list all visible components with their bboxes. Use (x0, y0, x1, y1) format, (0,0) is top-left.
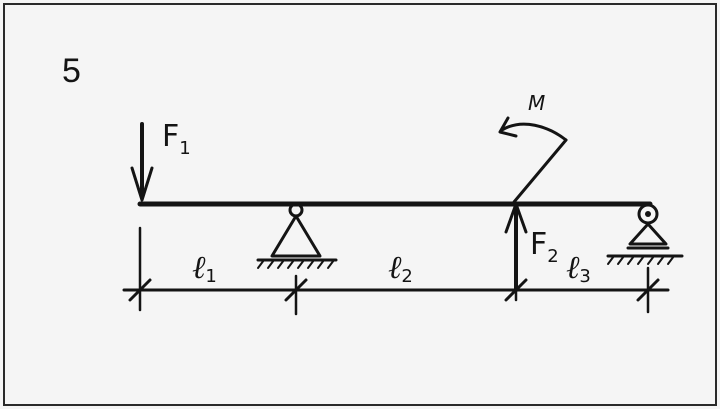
force-f2-arrow (504, 202, 528, 292)
pin-support (256, 202, 338, 269)
moment-m-label: M (528, 91, 545, 115)
dimension-tick-3 (504, 278, 528, 302)
problem-number: 5 (62, 52, 81, 90)
dimension-tick-4 (636, 278, 660, 302)
span-l2-label: ℓ2 (388, 248, 413, 287)
force-f2-label: F2 (530, 227, 559, 267)
span-l1-label: ℓ1 (192, 248, 217, 287)
moment-m-arrow (498, 116, 568, 204)
roller-support (606, 203, 684, 265)
force-f1-arrow (130, 122, 154, 202)
dimension-tick-1 (128, 278, 152, 302)
force-f1-label: F1 (162, 119, 191, 159)
span-l3-label: ℓ3 (566, 248, 591, 287)
dimension-tick-2 (284, 278, 308, 302)
